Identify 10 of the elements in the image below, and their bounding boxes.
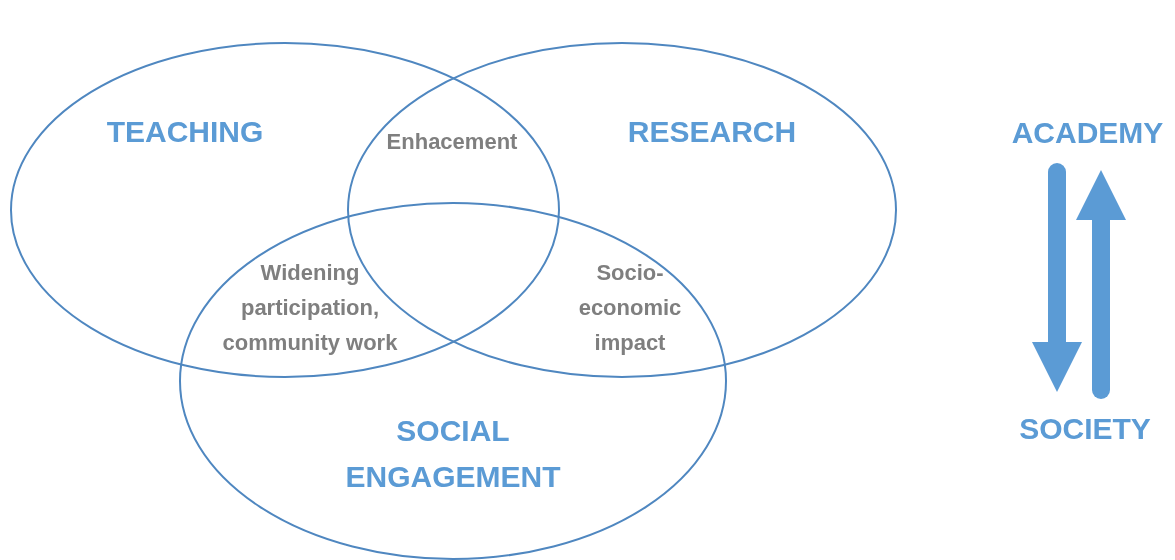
overlap-label: Enhacement <box>385 128 519 156</box>
circle-title: SOCIAL ENGAGEMENT <box>344 413 562 495</box>
arrow <box>1076 170 1126 399</box>
overlap-label: Widening participation, community work <box>221 259 399 357</box>
circle-title: TEACHING <box>105 114 265 150</box>
circle-title: RESEARCH <box>626 114 798 150</box>
side-label: SOCIETY <box>1018 411 1152 447</box>
side-label: ACADEMY <box>1010 115 1165 151</box>
arrow <box>1032 163 1082 392</box>
overlap-label: Socio-economic impact <box>577 259 683 357</box>
